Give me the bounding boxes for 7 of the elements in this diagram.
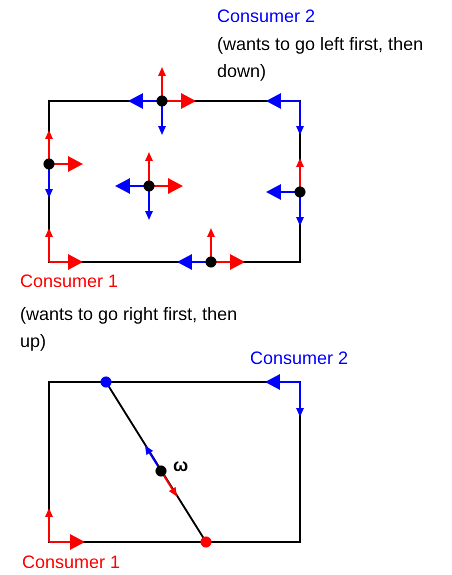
preference-note: (wants to go left first, then down) xyxy=(217,34,424,81)
preference-note: (wants to go right first, then up) xyxy=(20,304,238,351)
endowment-label: ω xyxy=(173,455,188,475)
consumer-label: Consumer 2 xyxy=(250,348,348,368)
consumer-label: Consumer 1 xyxy=(22,552,120,572)
consumer-label: Consumer 2 xyxy=(217,6,316,26)
consumer-label: Consumer 1 xyxy=(20,271,118,291)
